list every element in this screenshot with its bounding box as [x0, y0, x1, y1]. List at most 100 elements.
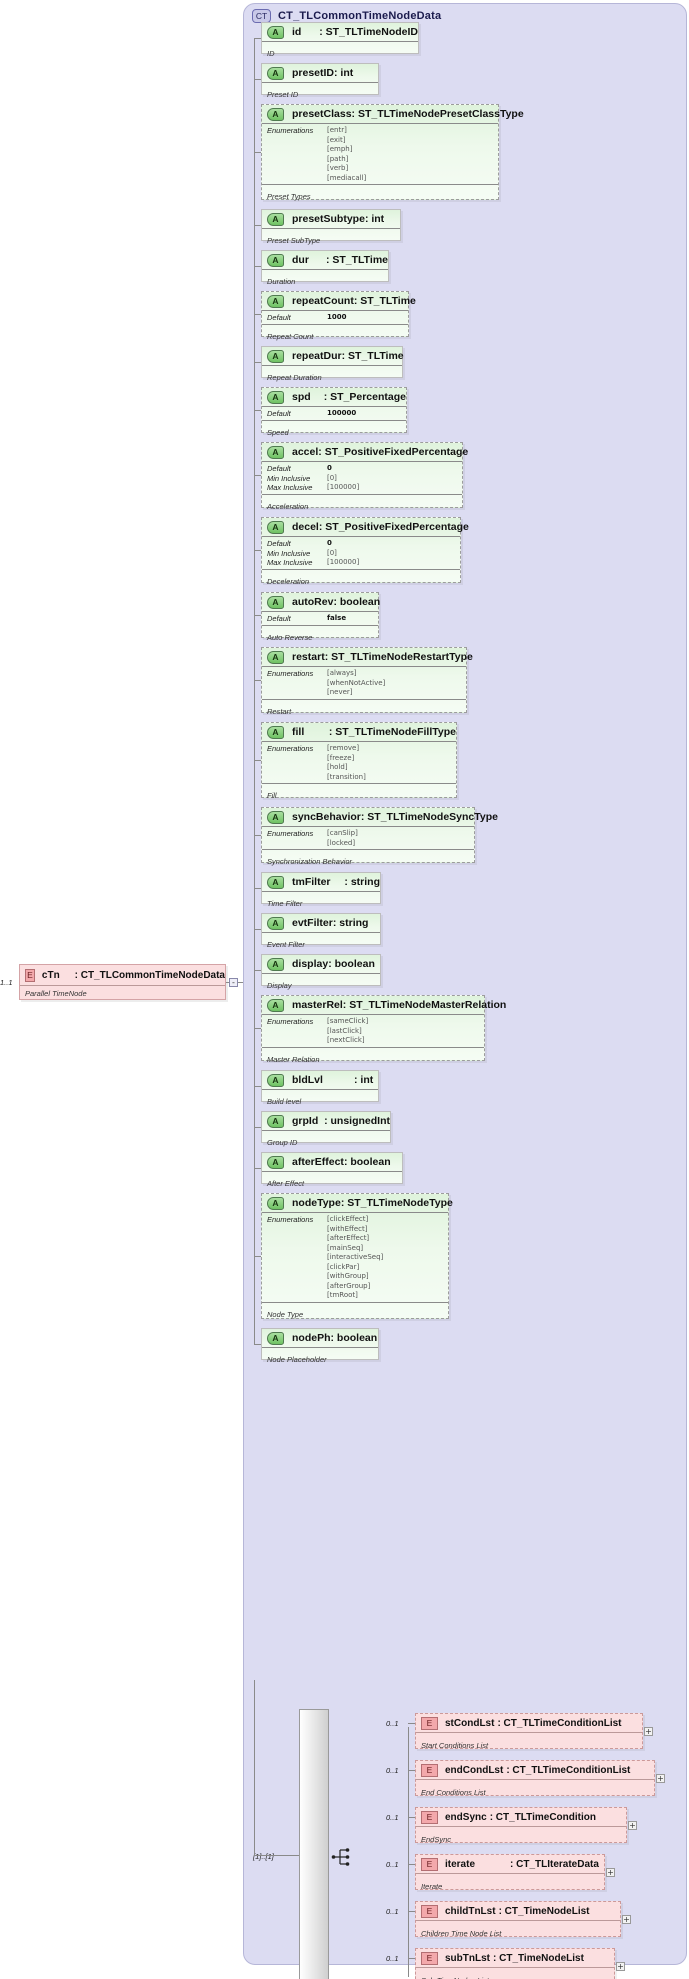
root-element-cTn[interactable]: E cTn : CT_TLCommonTimeNodeData Parallel… [19, 964, 226, 1000]
element-type-childTnLst: : CT_TimeNodeList [498, 1905, 590, 1917]
element-name-endCondLst: endCondLst [445, 1764, 504, 1776]
facet-row: Enumerations[always] [267, 669, 466, 679]
facet-value: [100000] [327, 483, 360, 491]
attribute-doc-row: Preset SubType [262, 229, 400, 249]
facet-label [267, 1036, 327, 1046]
facet-row: [emph] [267, 145, 498, 155]
element-cardinality-endSync: 0..1 [386, 1813, 399, 1822]
attribute-connector [254, 225, 261, 226]
sequence-compositor-icon [331, 1848, 350, 1866]
facet-row: [never] [267, 688, 466, 698]
facet-label [267, 1253, 327, 1263]
attribute-connector [254, 266, 261, 267]
attribute-type-nodePh: : boolean [330, 1332, 378, 1344]
facet-value: [entr] [327, 126, 347, 134]
facet-row: Enumerations[clickEffect] [267, 1215, 448, 1225]
root-element-cardinality: 1..1 [0, 978, 13, 987]
attribute-badge-icon: A [267, 25, 284, 39]
attribute-connector [254, 1086, 261, 1087]
attribute-type-accel: : ST_PositiveFixedPercentage [318, 446, 469, 458]
attribute-badge-icon: A [267, 595, 284, 609]
attribute-badge-icon: A [267, 916, 284, 930]
element-type-endCondLst: : CT_TLTimeConditionList [506, 1764, 631, 1776]
element-expand-iterate[interactable]: + [606, 1868, 615, 1877]
attribute-badge-icon: A [267, 253, 284, 267]
attribute-type-autoRev: : boolean [333, 596, 381, 608]
attribute-name-repeatDur: repeatDur [292, 350, 342, 362]
facet-row: [exit] [267, 136, 498, 146]
attribute-connector [254, 835, 261, 836]
attribute-doc-repeatDur: Repeat Duration [267, 373, 322, 382]
attribute-type-nodeType: : ST_TLTimeNodeType [340, 1197, 453, 1209]
element-expand-childTnLst[interactable]: + [622, 1915, 631, 1924]
attribute-doc-presetClass: Preset Types [267, 192, 311, 201]
attribute-facets-fill: Enumerations[remove][freeze][hold][trans… [262, 742, 456, 784]
element-type-stCondLst: : CT_TLTimeConditionList [497, 1717, 622, 1729]
facet-row: [transition] [267, 773, 456, 783]
expand-toggle[interactable]: - [229, 978, 238, 987]
facet-label [267, 145, 327, 155]
attribute-doc-row: Node Placeholder [262, 1348, 378, 1368]
element-expand-endCondLst[interactable]: + [656, 1774, 665, 1783]
attribute-badge-icon: A [267, 650, 284, 664]
element-expand-stCondLst[interactable]: + [644, 1727, 653, 1736]
attribute-badge-icon: A [267, 1073, 284, 1087]
facet-label [267, 688, 327, 698]
facet-row: [freeze] [267, 754, 456, 764]
attribute-name-afterEffect: afterEffect [292, 1156, 344, 1168]
attribute-type-afterEffect: : boolean [343, 1156, 391, 1168]
element-connector [408, 1911, 415, 1912]
facet-value: [emph] [327, 145, 353, 153]
element-branch-spine [254, 1680, 255, 1856]
attribute-name-dur: dur [292, 254, 309, 266]
element-expand-endSync[interactable]: + [628, 1821, 637, 1830]
attribute-doc-restart: Restart [267, 706, 292, 716]
attribute-badge-icon: A [267, 998, 284, 1012]
facet-label [267, 679, 327, 689]
facet-label [267, 1282, 327, 1292]
attribute-doc-bldLvl: Build level [267, 1097, 302, 1106]
attribute-doc-row: Repeat Duration [262, 366, 402, 386]
element-expand-subTnLst[interactable]: + [616, 1962, 625, 1971]
facet-value: [tmRoot] [327, 1291, 358, 1299]
facet-row: Max Inclusive[100000] [267, 558, 460, 568]
attribute-type-repeatDur: : ST_TLTime [341, 350, 404, 362]
element-spine [408, 1727, 409, 1977]
facet-row: [path] [267, 155, 498, 165]
element-connector [408, 1770, 415, 1771]
